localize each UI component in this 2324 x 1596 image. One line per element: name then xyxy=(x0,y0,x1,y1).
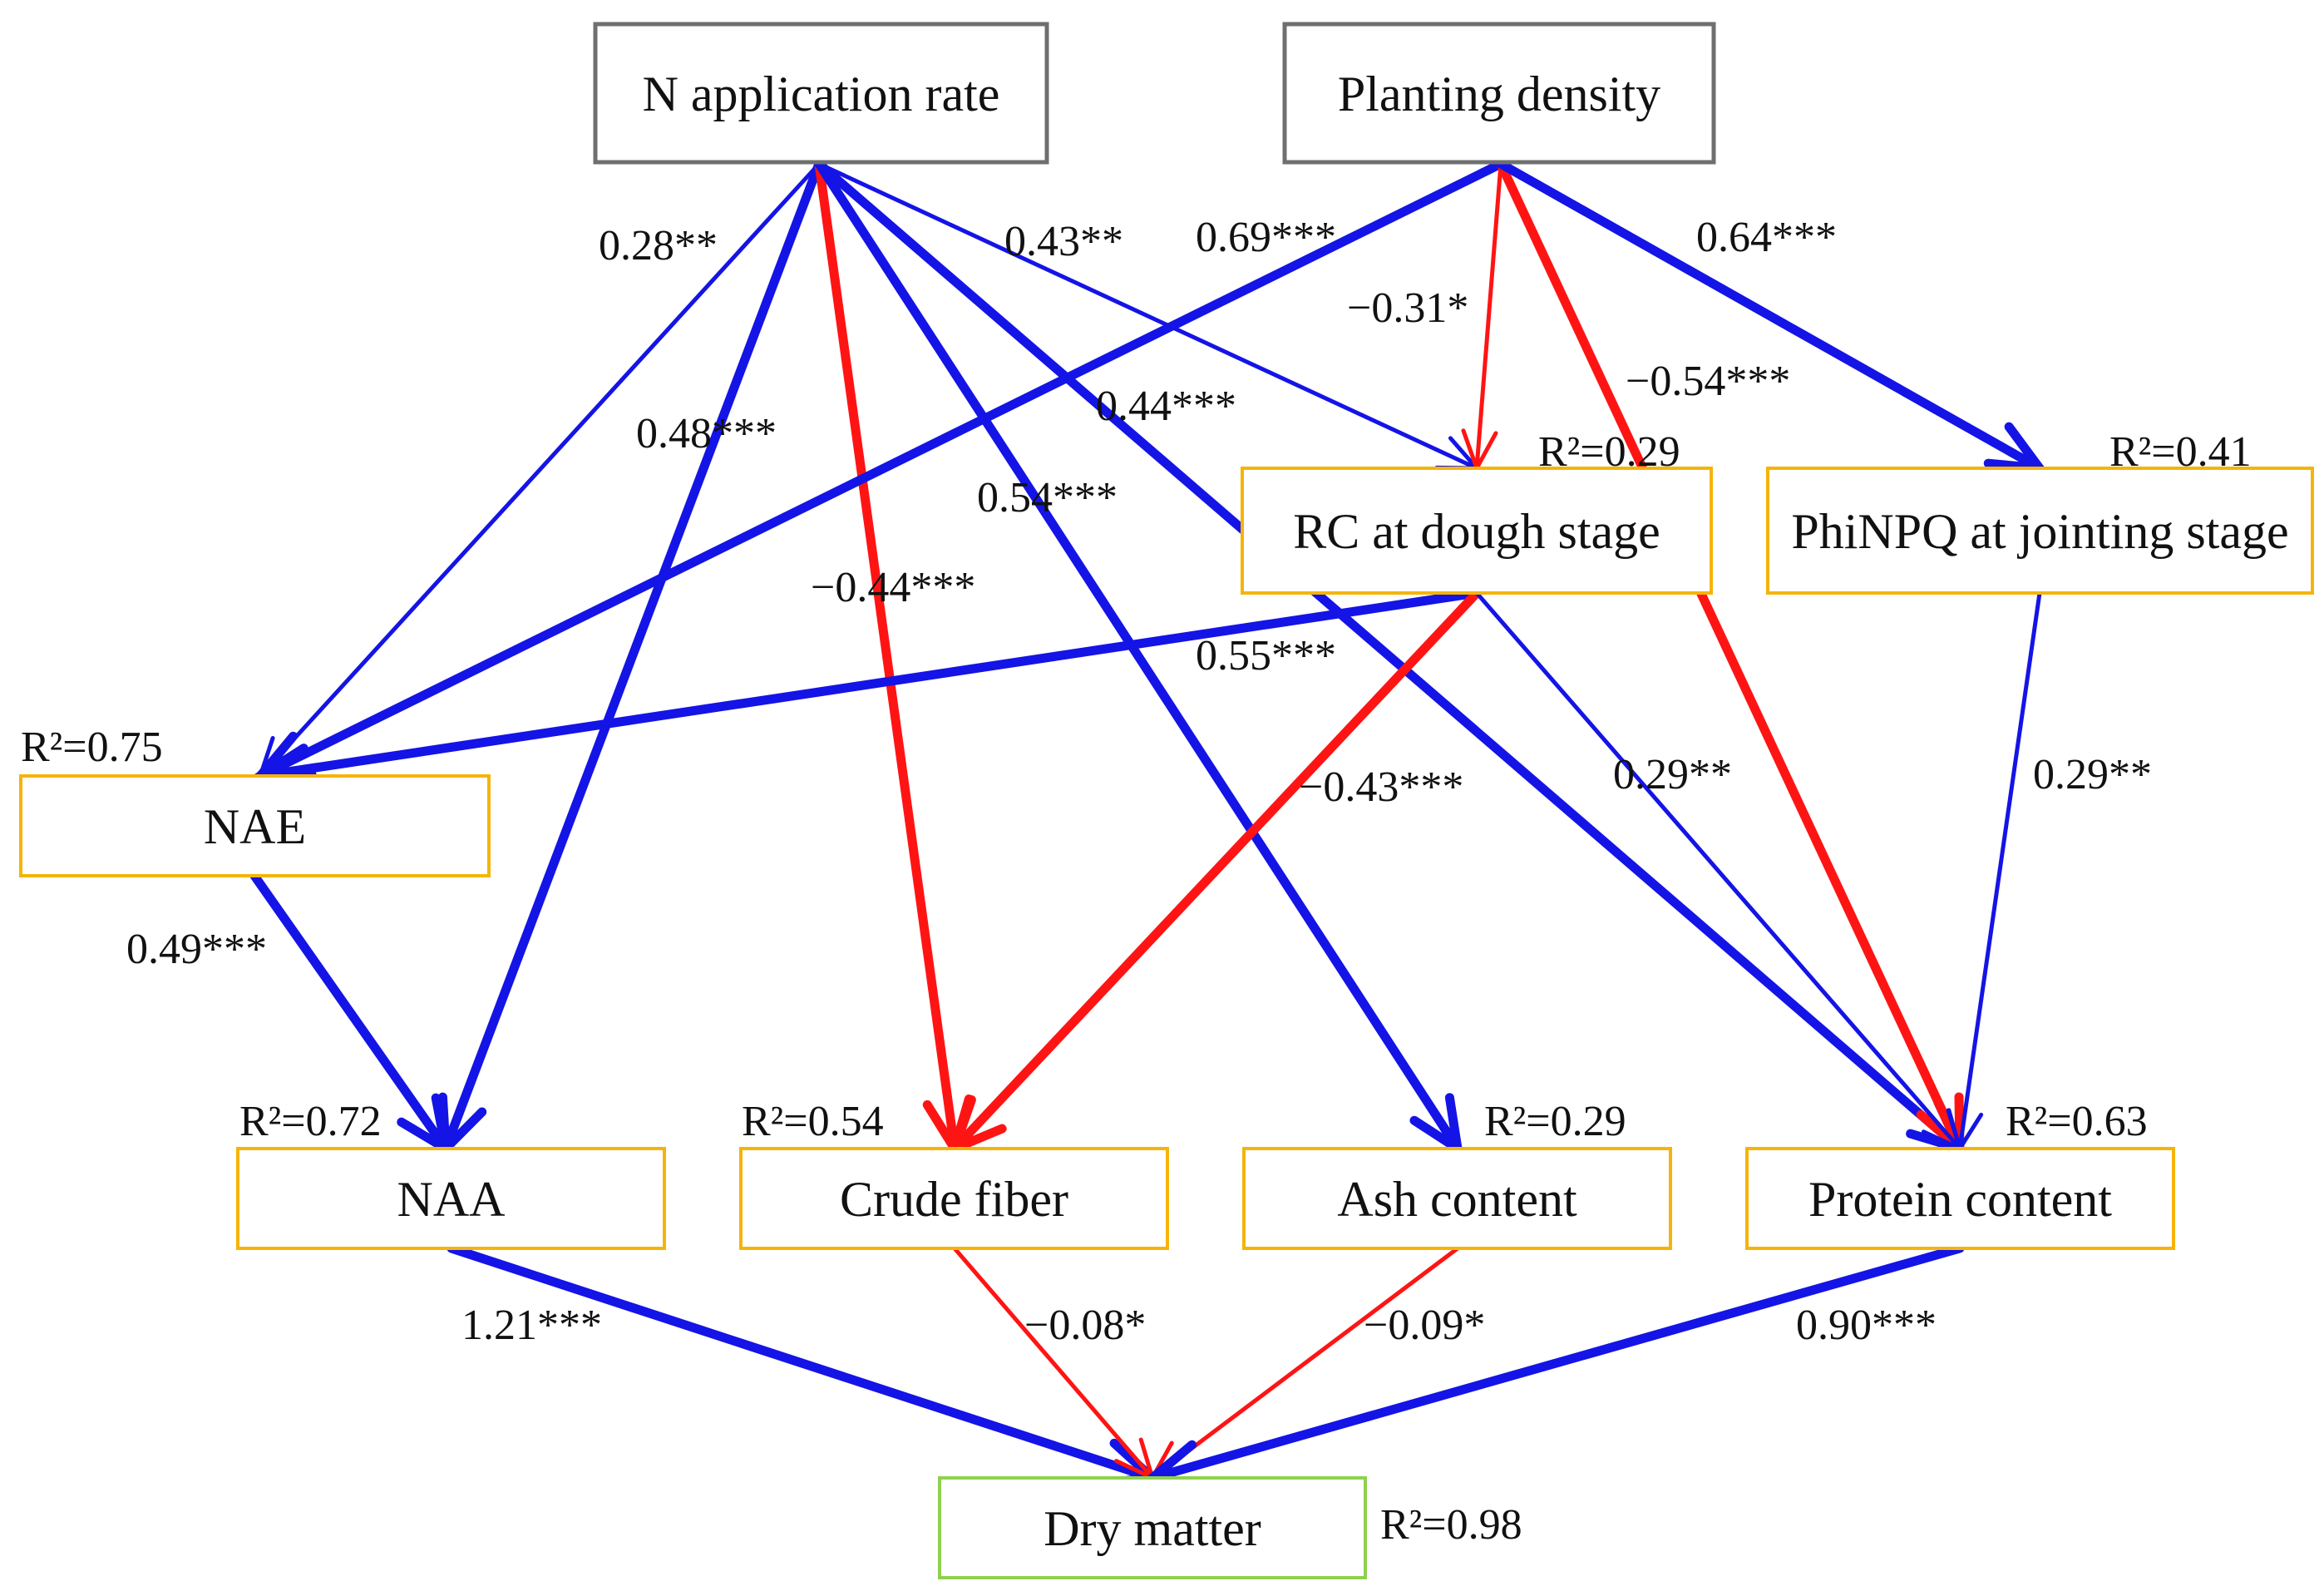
path-coefficient-density-phinpq: 0.64*** xyxy=(1696,214,1837,261)
path-line-ash-dry xyxy=(1150,1246,1460,1480)
node-nae: NAE xyxy=(19,774,491,877)
path-arrow-rc-nae xyxy=(249,588,1482,795)
path-arrow-density-rc xyxy=(1461,161,1503,474)
path-line-density-nae xyxy=(255,159,1506,781)
r2-label-ash: R²=0.29 xyxy=(1484,1098,1626,1145)
node-box-rc xyxy=(1241,467,1713,595)
node-dry: Dry matter xyxy=(938,1476,1367,1579)
path-coefficient-nrate-fiber: −0.44*** xyxy=(811,564,975,611)
node-label-nae: NAE xyxy=(204,799,306,854)
node-label-ash: Ash content xyxy=(1337,1172,1577,1227)
path-line-rc-nae xyxy=(255,588,1482,781)
node-box-n_rate xyxy=(593,22,1049,165)
node-box-density xyxy=(1282,22,1716,165)
path-arrow-rc-protein xyxy=(1474,590,1964,1153)
path-arrow-ash-dry xyxy=(1148,1246,1460,1481)
path-coefficient-nrate-rc: 0.43** xyxy=(1004,218,1123,265)
labels-layer: 0.28** 0.48*** −0.44***0.54*** 0.44*** 0.43*… xyxy=(21,214,2252,1549)
node-box-protein xyxy=(1745,1147,2175,1250)
arrows-layer xyxy=(249,159,2050,1490)
node-label-density: Planting density xyxy=(1338,67,1660,121)
path-coefficient-fiber-dry: −0.08* xyxy=(1024,1302,1146,1349)
path-line-density-rc xyxy=(1474,161,1503,471)
node-ash: Ash content xyxy=(1242,1147,1672,1250)
path-coefficient-rc-fiber: −0.43*** xyxy=(1299,763,1463,811)
path-line-nrate-naa xyxy=(441,159,824,1154)
path-line-nrate-nae xyxy=(258,161,822,778)
path-line-naa-dry xyxy=(447,1243,1157,1483)
node-box-naa xyxy=(236,1147,666,1250)
path-coefficient-phinpq-protein: 0.29** xyxy=(2033,751,2152,798)
path-arrow-density-protein xyxy=(1496,159,1965,1159)
node-label-n_rate: N application rate xyxy=(643,67,1000,121)
path-line-phinpq-protein xyxy=(1957,590,2042,1151)
path-line-nrate-protein xyxy=(814,159,1965,1154)
r2-label-fiber: R²=0.54 xyxy=(742,1098,884,1145)
r2-label-protein: R²=0.63 xyxy=(2006,1098,2148,1145)
node-label-naa: NAA xyxy=(397,1172,506,1227)
node-naa: NAA xyxy=(236,1147,666,1250)
r2-label-naa: R²=0.72 xyxy=(239,1098,382,1145)
path-coefficient-ash-dry: −0.09* xyxy=(1364,1302,1485,1349)
node-label-rc: RC at dough stage xyxy=(1293,504,1660,559)
r2-label-phinpq: R²=0.41 xyxy=(2109,428,2252,476)
node-label-dry: Dry matter xyxy=(1044,1501,1261,1556)
path-arrow-naa-dry xyxy=(447,1243,1163,1488)
node-phinpq: PhiNPQ at jointing stage xyxy=(1766,467,2314,595)
path-line-protein-dry xyxy=(1147,1243,1965,1483)
node-box-nae xyxy=(19,774,491,877)
r2-label-nae: R²=0.75 xyxy=(21,724,163,771)
path-coefficient-rc-nae: 0.55*** xyxy=(1196,632,1336,679)
path-arrow-density-phinpq xyxy=(1496,159,2050,474)
path-coefficient-nrate-naa: 0.48*** xyxy=(636,410,777,457)
path-arrow-nrate-nae xyxy=(256,161,822,780)
path-arrow-nrate-fiber xyxy=(814,159,974,1160)
path-line-nrate-ash xyxy=(814,159,1463,1154)
path-coefficient-nrate-nae: 0.28** xyxy=(599,222,718,269)
path-coefficient-naa-dry: 1.21*** xyxy=(461,1302,602,1349)
r2-label-dry: R²=0.98 xyxy=(1380,1501,1522,1549)
node-box-dry xyxy=(938,1476,1367,1579)
path-coefficient-density-nae: 0.69*** xyxy=(1196,214,1336,261)
path-coefficient-rc-protein: 0.29** xyxy=(1613,751,1732,798)
node-protein: Protein content xyxy=(1745,1147,2175,1250)
path-line-density-phinpq xyxy=(1496,159,2045,473)
path-line-rc-fiber xyxy=(950,588,1482,1154)
path-line-density-protein xyxy=(1496,159,1965,1154)
node-n_rate: N application rate xyxy=(593,22,1049,165)
node-fiber: Crude fiber xyxy=(739,1147,1169,1250)
node-box-ash xyxy=(1242,1147,1672,1250)
path-coefficient-nae-naa: 0.49*** xyxy=(126,926,267,973)
node-density: Planting density xyxy=(1282,22,1716,165)
path-line-nae-naa xyxy=(249,871,451,1154)
path-coefficient-nrate-protein: 0.44*** xyxy=(1096,383,1236,430)
nodes-layer: N application rate Planting density RC at … xyxy=(19,22,2314,1579)
path-coefficient-nrate-ash: 0.54*** xyxy=(977,474,1118,521)
path-line-fiber-dry xyxy=(952,1246,1155,1480)
node-rc: RC at dough stage xyxy=(1241,467,1713,595)
node-box-phinpq xyxy=(1766,467,2314,595)
node-box-fiber xyxy=(739,1147,1169,1250)
path-line-nrate-rc xyxy=(817,161,1479,471)
path-arrow-phinpq-protein xyxy=(1947,590,2042,1154)
path-line-rc-protein xyxy=(1474,590,1962,1151)
r2-label-rc: R²=0.29 xyxy=(1538,428,1680,476)
path-coefficient-protein-dry: 0.90*** xyxy=(1796,1302,1937,1349)
path-coefficient-density-protein: −0.54*** xyxy=(1626,358,1790,405)
node-label-fiber: Crude fiber xyxy=(840,1172,1068,1227)
path-arrow-protein-dry xyxy=(1142,1243,1965,1490)
node-label-phinpq: PhiNPQ at jointing stage xyxy=(1791,504,2288,559)
node-label-protein: Protein content xyxy=(1808,1172,2112,1227)
path-coefficient-density-rc: −0.31* xyxy=(1347,284,1468,332)
path-line-nrate-fiber xyxy=(814,159,960,1154)
